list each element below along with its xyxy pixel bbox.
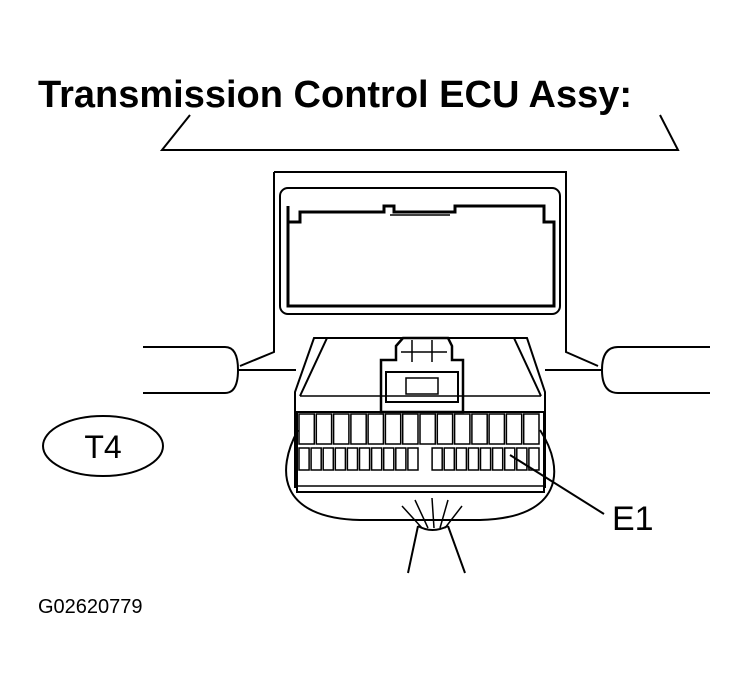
right-wire-stub xyxy=(545,346,710,394)
terminal-cavity-lower xyxy=(479,447,492,471)
terminal-cavity-upper xyxy=(522,413,540,445)
terminal-cavity-upper xyxy=(367,413,385,445)
terminal-cavity-lower xyxy=(443,447,456,471)
terminal-cavity-upper xyxy=(384,413,402,445)
terminal-cavity-lower xyxy=(334,447,347,471)
terminal-cavity-upper xyxy=(453,413,471,445)
terminal-cavity-upper xyxy=(332,413,350,445)
diagram-title: Transmission Control ECU Assy: xyxy=(38,74,632,116)
terminal-cavity-lower xyxy=(298,447,310,471)
terminal-cavity-upper xyxy=(350,413,367,445)
terminal-cavity-lower xyxy=(358,447,371,471)
upper-socket xyxy=(279,187,561,315)
lock-tab xyxy=(379,336,465,414)
terminal-cavity-lower xyxy=(382,447,395,471)
terminal-cavity-lower xyxy=(455,447,468,471)
title-bracket xyxy=(159,114,680,151)
terminal-cavity-lower xyxy=(310,447,322,471)
terminal-cavity-upper xyxy=(315,413,333,445)
terminal-cavity-lower xyxy=(516,447,528,471)
terminal-cavity-lower xyxy=(503,447,516,471)
terminal-cavity-upper xyxy=(488,413,506,445)
connector-plug xyxy=(294,336,546,493)
terminal-cavity-upper xyxy=(401,413,419,445)
terminal-cavity-lower xyxy=(322,447,335,471)
terminal-leader-line xyxy=(509,454,605,515)
terminal-cavity-upper xyxy=(419,413,437,445)
ecu-housing-outline xyxy=(239,171,599,367)
figure-id: G02620779 xyxy=(38,596,143,618)
terminal-label: E1 xyxy=(612,500,654,538)
terminal-cavity-lower xyxy=(467,447,480,471)
terminal-cavity-lower xyxy=(346,447,359,471)
connector-label: T4 xyxy=(84,429,121,465)
terminal-cavity-grid xyxy=(298,413,540,471)
terminal-cavity-lower xyxy=(395,447,407,471)
terminal-cavity-lower xyxy=(431,447,443,471)
terminal-cavity-lower xyxy=(370,447,383,471)
left-wire-stub xyxy=(143,346,296,394)
terminal-cavity-lower xyxy=(491,447,504,471)
terminal-cavity-upper xyxy=(505,413,523,445)
terminal-cavity-upper xyxy=(471,413,488,445)
terminal-cavity-upper xyxy=(298,413,316,445)
terminal-cavity-upper xyxy=(436,413,454,445)
connector-label-oval: T4 xyxy=(42,415,164,477)
terminal-cavity-lower xyxy=(407,447,419,471)
wire-harness xyxy=(285,429,556,574)
